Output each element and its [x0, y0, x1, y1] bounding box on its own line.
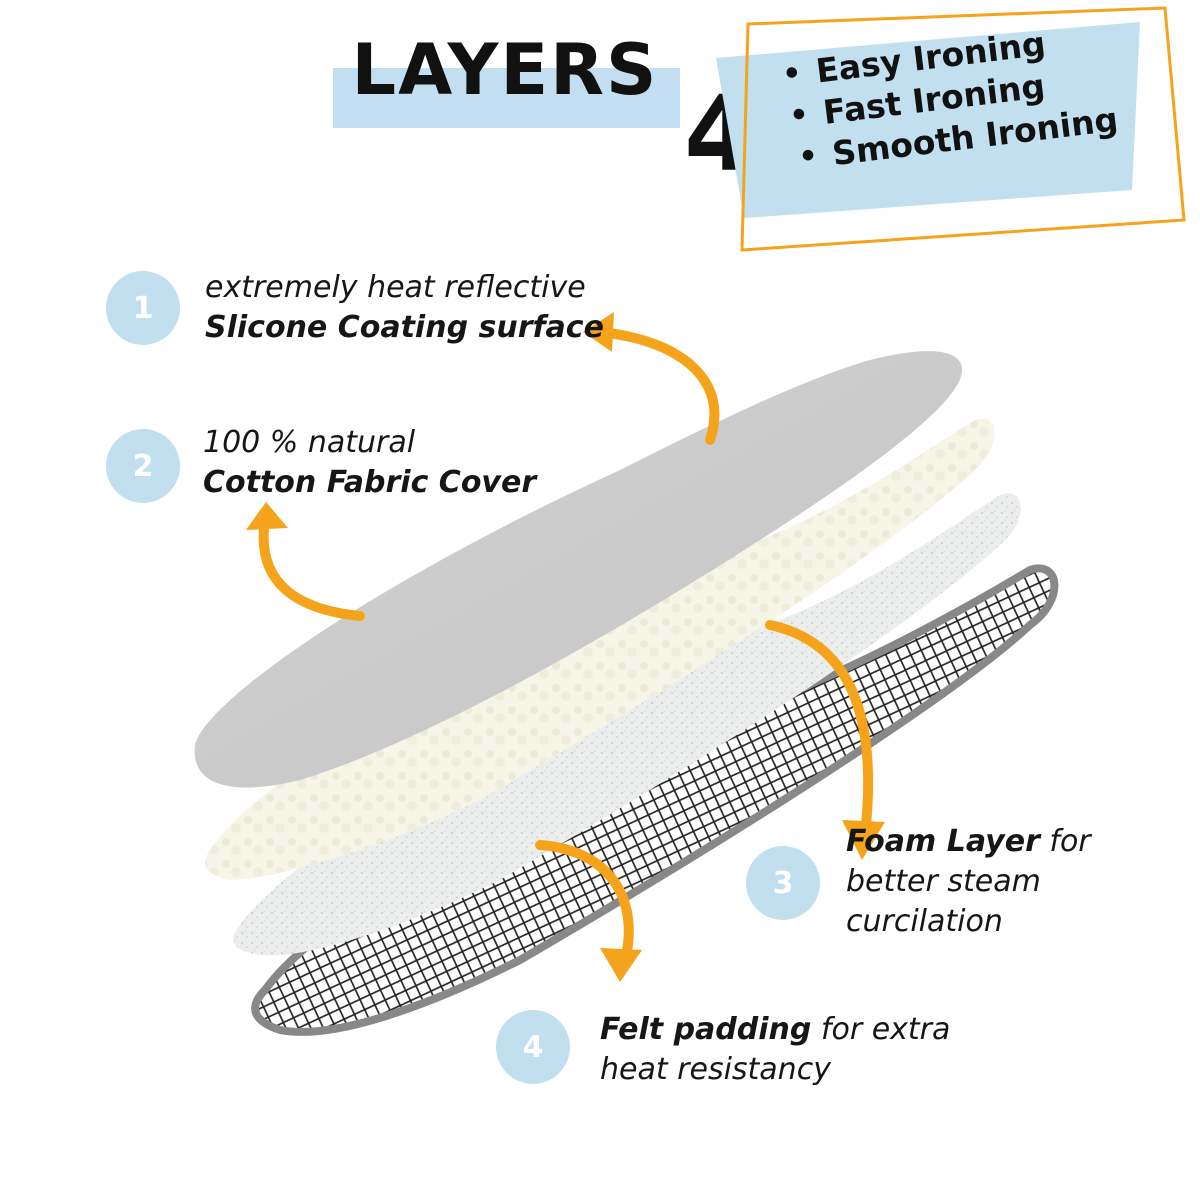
- arrow-heads: [246, 312, 885, 982]
- foam-layer: [205, 418, 995, 880]
- arrow-3-head: [842, 820, 885, 860]
- title-band: [333, 68, 680, 128]
- arrow-4: [535, 840, 634, 965]
- arrow-2-head: [246, 502, 288, 530]
- benefits-panel-outline: [740, 6, 1186, 252]
- cover-layer: [194, 351, 963, 788]
- arrow-4-head: [600, 948, 642, 982]
- arrows: [258, 327, 874, 965]
- layer-3-badge: 3: [746, 846, 820, 920]
- layer-4-label: Felt padding for extra heat resistancy: [600, 1012, 951, 1087]
- arrow-3: [765, 620, 874, 840]
- arrow-2: [258, 515, 365, 621]
- layer-1-badge: 1: [106, 271, 180, 345]
- felt-layer: [233, 493, 1021, 956]
- benefits-panel: [716, 6, 1186, 252]
- layer-2-label: 100 % natural Cotton Fabric Cover: [203, 425, 537, 500]
- layer-2-badge: 2: [106, 429, 180, 503]
- page-title: LAYERS: [351, 29, 659, 111]
- layer-4-badge: 4: [496, 1010, 570, 1084]
- arrow-1: [595, 327, 720, 445]
- arrow-1-head: [583, 312, 614, 352]
- benefits-panel-fill: [716, 22, 1140, 218]
- layer-3-label: Foam Layer for better steam curcilation: [846, 824, 1091, 939]
- layer-1-label: extremely heat reflective Slicone Coatin…: [205, 270, 604, 345]
